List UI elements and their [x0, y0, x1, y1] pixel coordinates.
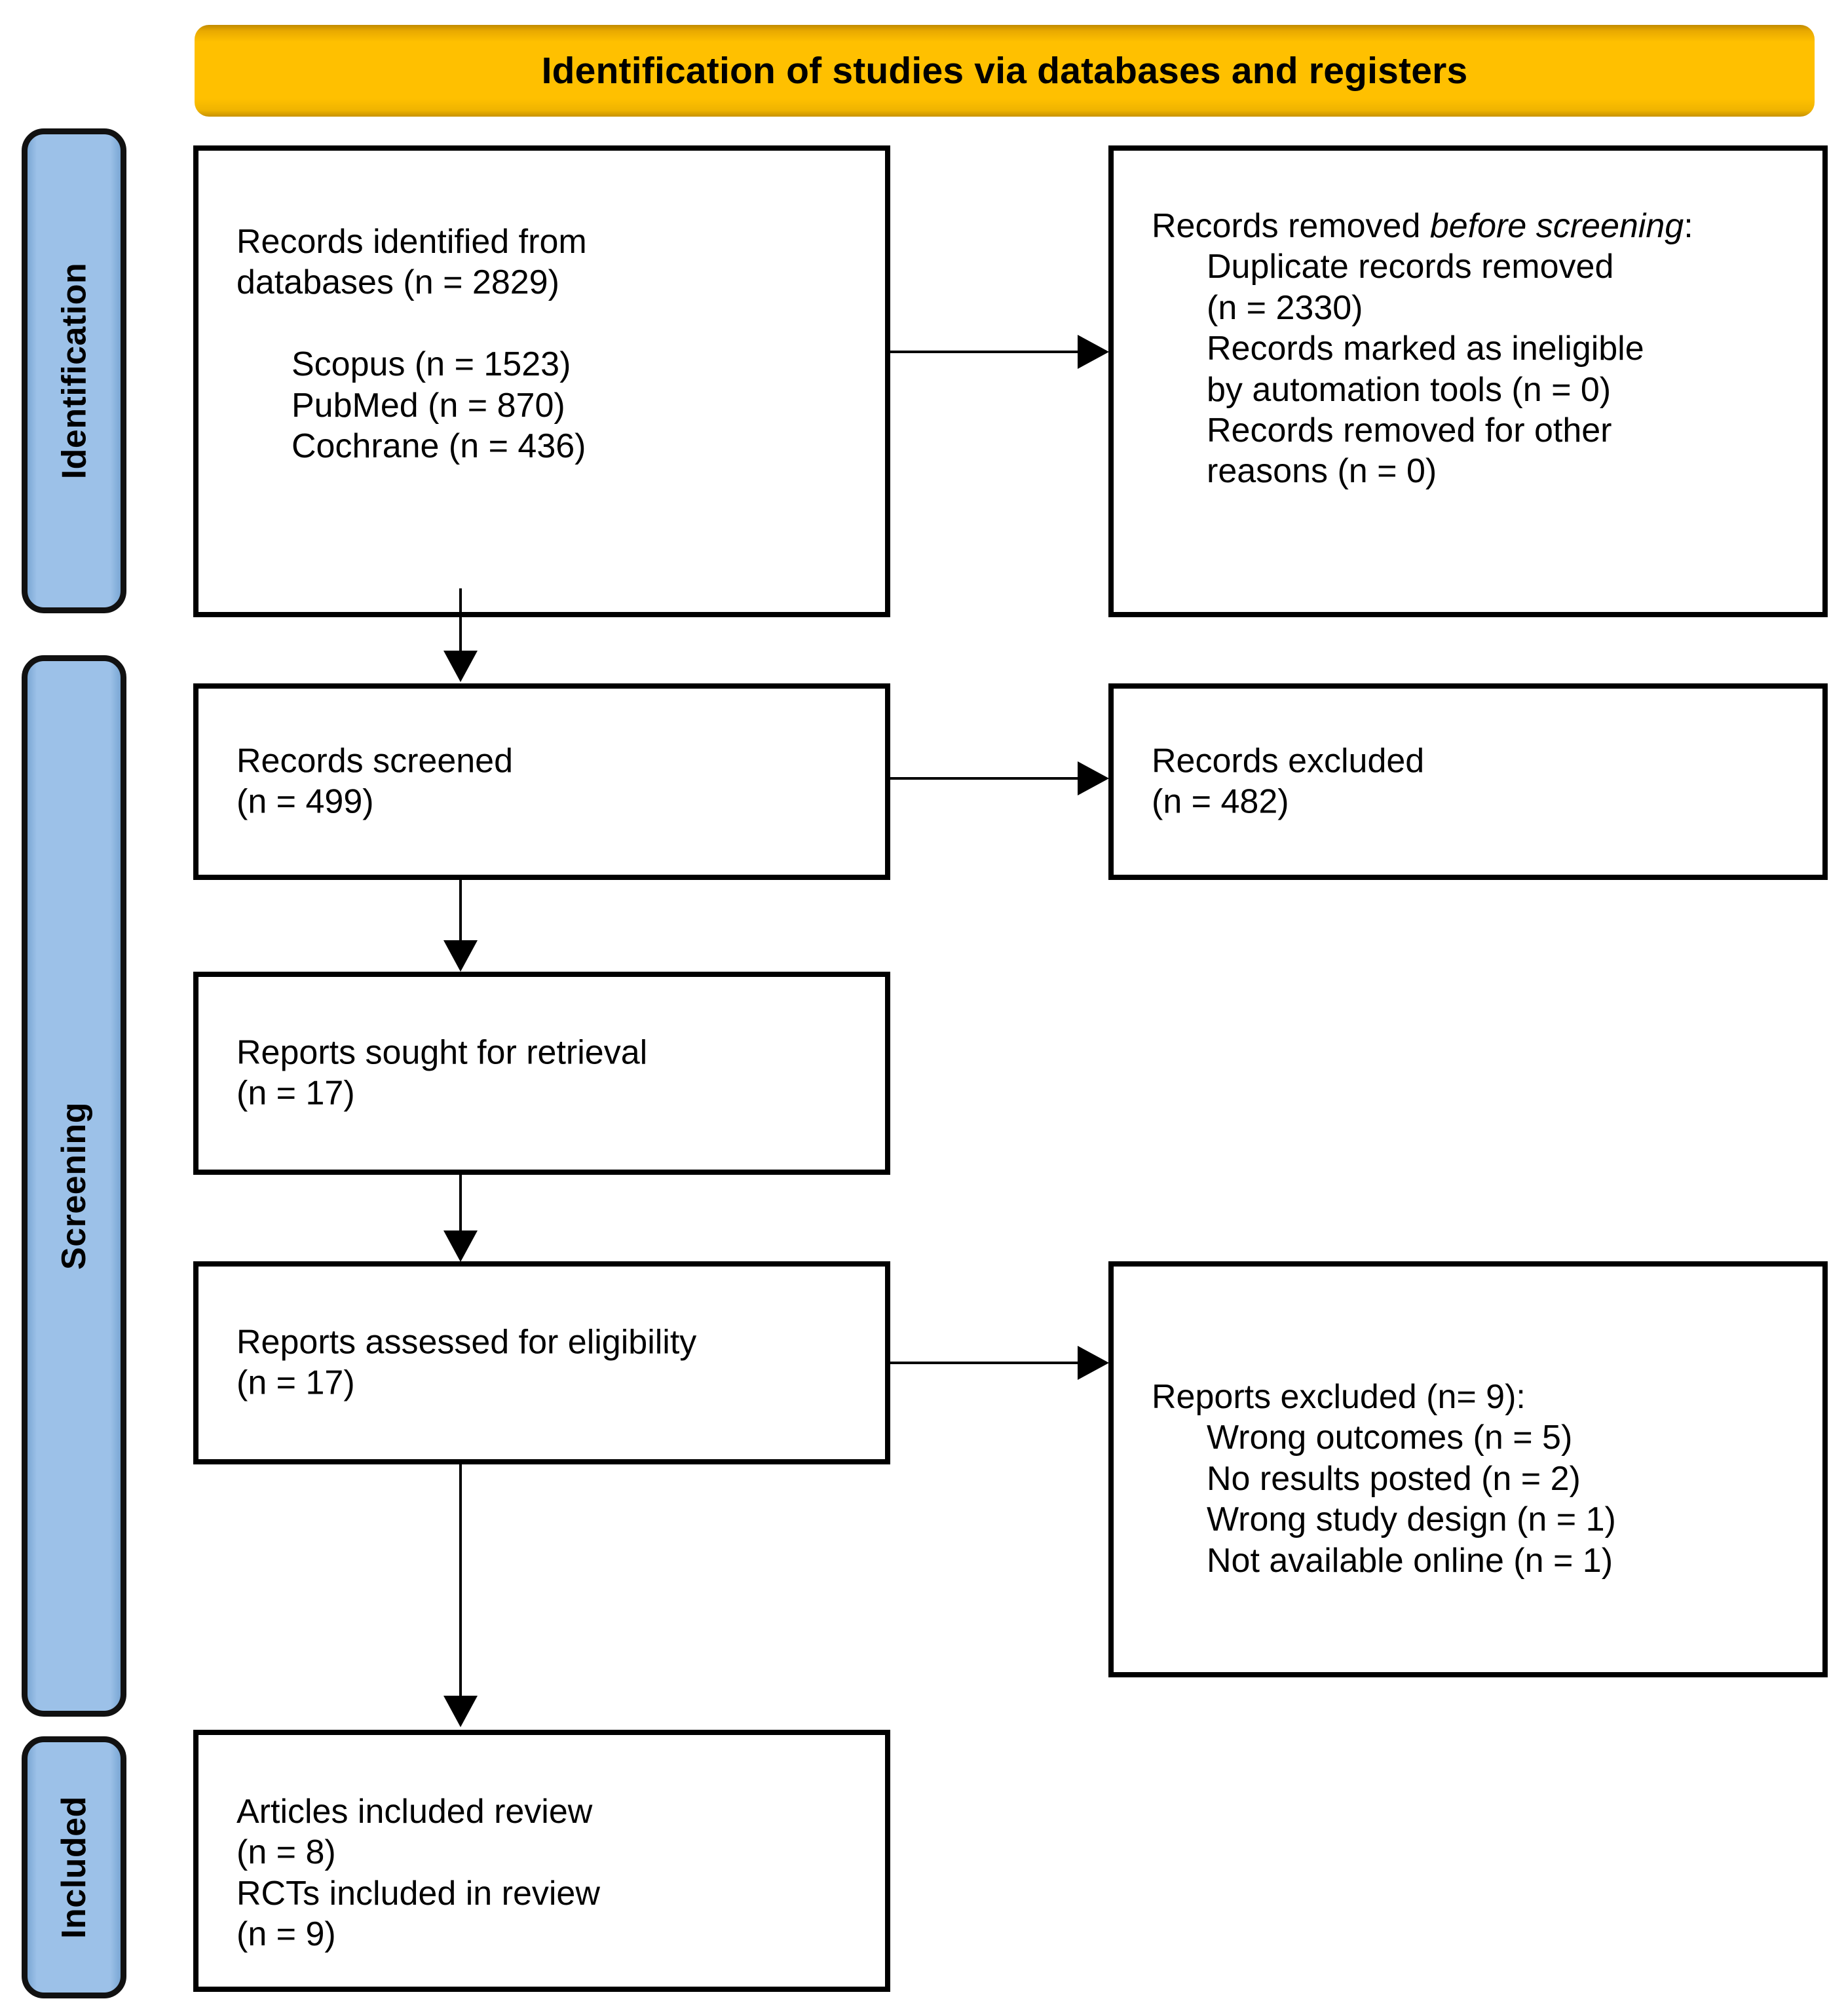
rcts-included-count: (n = 9) [236, 1915, 336, 1954]
reports-excluded-heading: Reports excluded (n= 9): [1152, 1378, 1526, 1416]
stage-label-screening: Screening [22, 655, 126, 1717]
box-records-screened: Records screened(n = 499) [193, 683, 890, 880]
records-screened-label: Records screened [236, 742, 513, 780]
reports-sought-count: (n = 17) [236, 1075, 355, 1113]
connector-line [459, 1173, 462, 1235]
box-reports-assessed: Reports assessed for eligibility(n = 17) [193, 1261, 890, 1464]
arrow-down-icon [443, 1696, 478, 1727]
reports-assessed-count: (n = 17) [236, 1364, 355, 1402]
connector-line [459, 588, 462, 654]
arrow-right-icon [1078, 761, 1109, 795]
header-title: Identification of studies via databases … [541, 49, 1468, 92]
reports-excluded-reason-wrong-design: Wrong study design (n = 1) [1207, 1500, 1616, 1539]
articles-included-label: Articles included review [236, 1793, 593, 1831]
records-identified-pubmed: PubMed (n = 870) [292, 386, 565, 425]
reports-excluded-reason-no-results: No results posted (n = 2) [1207, 1459, 1581, 1498]
records-removed-ineligible-line2: by automation tools (n = 0) [1207, 370, 1612, 409]
box-reports-excluded: Reports excluded (n= 9):Wrong outcomes (… [1108, 1261, 1828, 1677]
records-removed-heading-prefix: Records removed [1152, 207, 1430, 245]
arrow-down-icon [443, 651, 478, 682]
box-reports-assessed-text: Reports assessed for eligibility(n = 17) [236, 1322, 871, 1404]
box-records-excluded-text: Records excluded(n = 482) [1152, 741, 1808, 823]
box-studies-included: Articles included review(n = 8)RCTs incl… [193, 1730, 890, 1992]
box-records-removed: Records removed before screening: Duplica… [1108, 145, 1828, 617]
reports-excluded-reason-not-online: Not available online (n = 1) [1207, 1541, 1613, 1580]
arrow-right-icon [1078, 335, 1109, 369]
records-removed-duplicates-line1: Duplicate records removed [1207, 248, 1614, 286]
records-removed-heading-suffix: : [1684, 207, 1693, 245]
box-records-excluded: Records excluded(n = 482) [1108, 683, 1828, 880]
reports-sought-label: Reports sought for retrieval [236, 1033, 648, 1072]
arrow-down-icon [443, 940, 478, 972]
box-records-screened-text: Records screened(n = 499) [236, 741, 871, 823]
box-reports-excluded-text: Reports excluded (n= 9):Wrong outcomes (… [1152, 1377, 1808, 1581]
records-excluded-count: (n = 482) [1152, 783, 1289, 821]
records-identified-line2: databases (n = 2829) [236, 263, 559, 302]
records-removed-duplicates-line2: (n = 2330) [1207, 288, 1363, 327]
connector-line [459, 878, 462, 944]
records-removed-ineligible-line1: Records marked as ineligible [1207, 330, 1644, 368]
stage-label-included: Included [22, 1736, 126, 1998]
stage-label-included-text: Included [55, 1796, 94, 1939]
connector-line [459, 1462, 462, 1698]
rcts-included-label: RCTs included in review [236, 1874, 600, 1913]
records-removed-other-line1: Records removed for other [1207, 411, 1612, 449]
stage-label-identification: Identification [22, 128, 126, 613]
connector-line [890, 777, 1081, 780]
box-reports-sought: Reports sought for retrieval(n = 17) [193, 972, 890, 1175]
connector-line [890, 351, 1081, 353]
stage-label-identification-text: Identification [55, 262, 93, 480]
arrow-down-icon [443, 1230, 478, 1262]
records-identified-scopus: Scopus (n = 1523) [292, 345, 571, 384]
records-identified-line1: Records identified from [236, 223, 587, 261]
records-excluded-label: Records excluded [1152, 742, 1425, 780]
articles-included-count: (n = 8) [236, 1833, 336, 1872]
records-screened-count: (n = 499) [236, 783, 374, 821]
box-records-removed-text: Records removed before screening: Duplica… [1152, 206, 1808, 492]
box-reports-sought-text: Reports sought for retrieval(n = 17) [236, 1033, 871, 1115]
records-removed-heading-italic: before screening [1429, 207, 1684, 245]
records-removed-other-line2: reasons (n = 0) [1207, 452, 1437, 491]
box-studies-included-text: Articles included review(n = 8)RCTs incl… [236, 1791, 871, 1955]
reports-assessed-label: Reports assessed for eligibility [236, 1323, 697, 1362]
header-banner: Identification of studies via databases … [195, 25, 1815, 117]
reports-excluded-reason-wrong-outcomes: Wrong outcomes (n = 5) [1207, 1419, 1573, 1457]
records-identified-cochrane: Cochrane (n = 436) [292, 427, 586, 465]
stage-label-screening-text: Screening [55, 1102, 94, 1270]
arrow-right-icon [1078, 1346, 1109, 1380]
connector-line [890, 1362, 1081, 1364]
